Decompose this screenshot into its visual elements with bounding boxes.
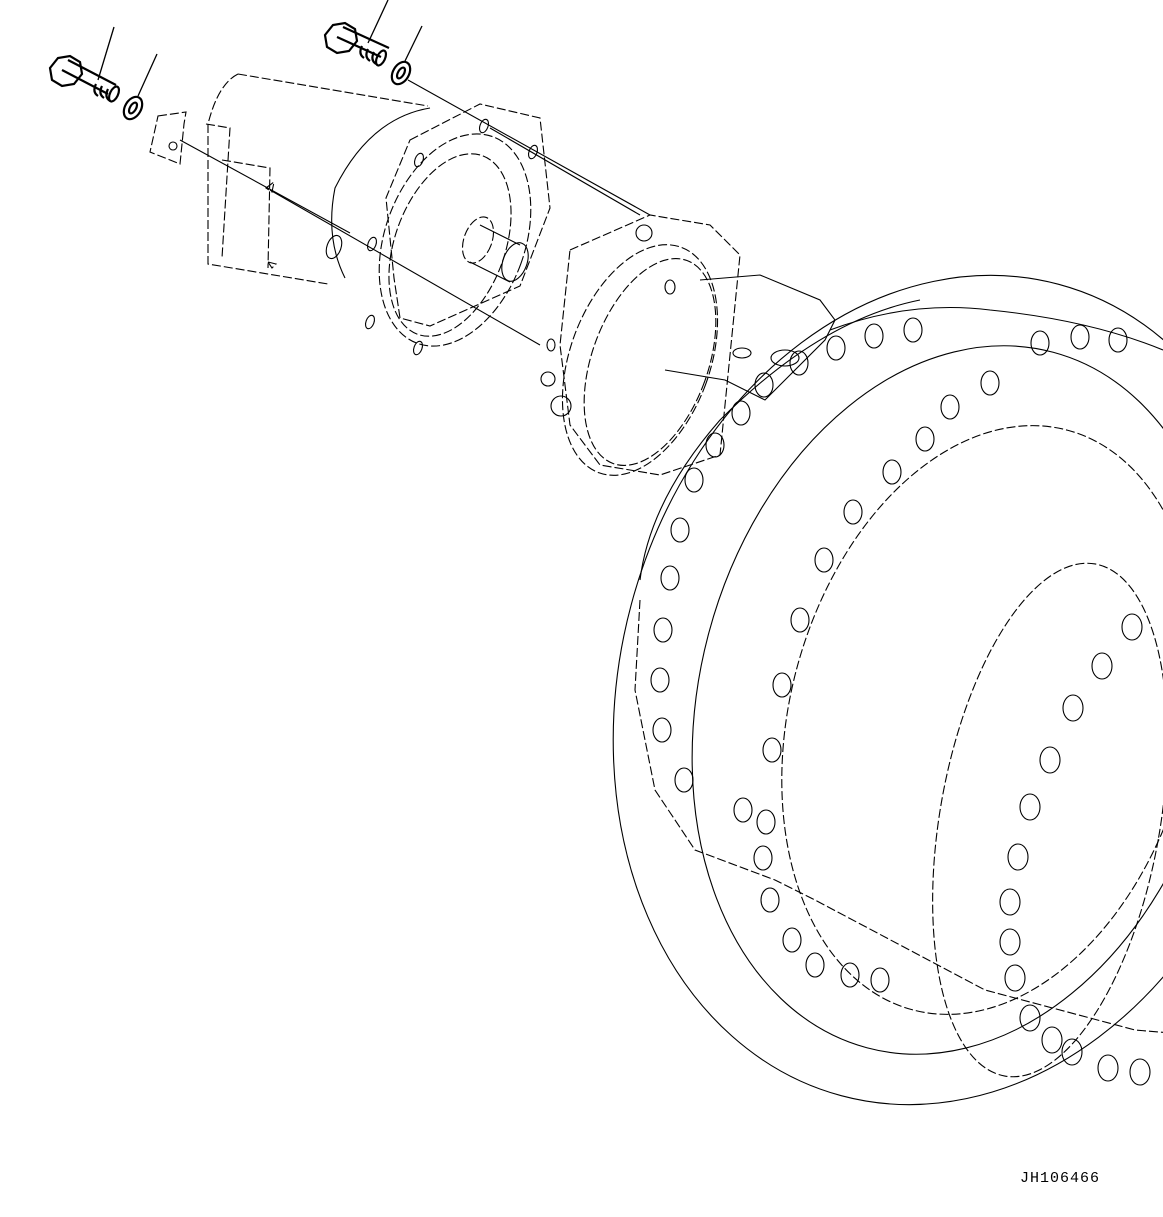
washer-left-icon <box>122 53 158 121</box>
bolt-upper-icon <box>323 0 390 67</box>
bracket-plate-icon <box>149 111 351 234</box>
wheel-studs <box>999 613 1151 1086</box>
drawing-number: JH106466 <box>1020 1170 1101 1187</box>
motor-housing <box>205 73 541 346</box>
inner-bolt-holes <box>753 324 1128 871</box>
spacer-ring <box>540 214 741 476</box>
bolt-left-icon <box>48 26 121 103</box>
outer-bolt-holes <box>650 317 923 993</box>
mounting-flange <box>325 103 641 356</box>
final-drive-hub <box>612 274 1163 1106</box>
washer-upper-icon <box>390 25 651 216</box>
